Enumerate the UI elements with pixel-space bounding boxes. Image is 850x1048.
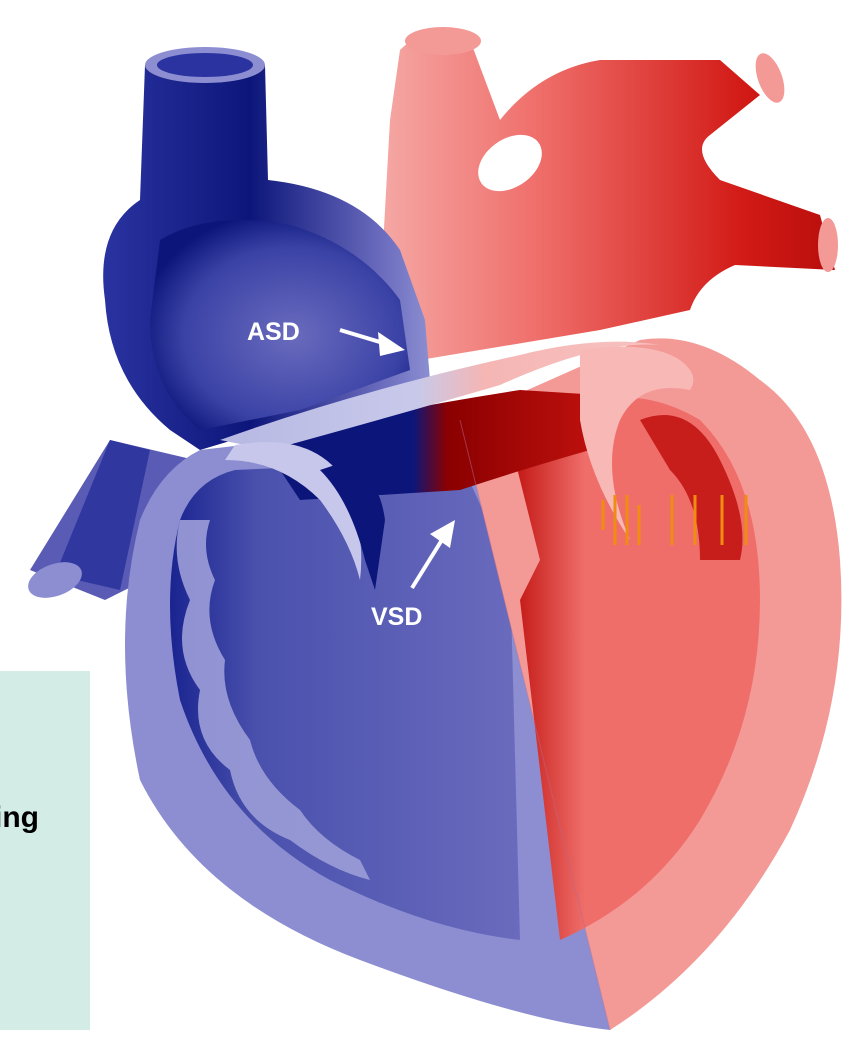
caption-text: ing [0,801,39,835]
vsd-label: VSD [371,603,422,631]
aorta [380,27,838,360]
asd-label: ASD [247,318,300,346]
caption-panel: ing [0,671,90,1030]
